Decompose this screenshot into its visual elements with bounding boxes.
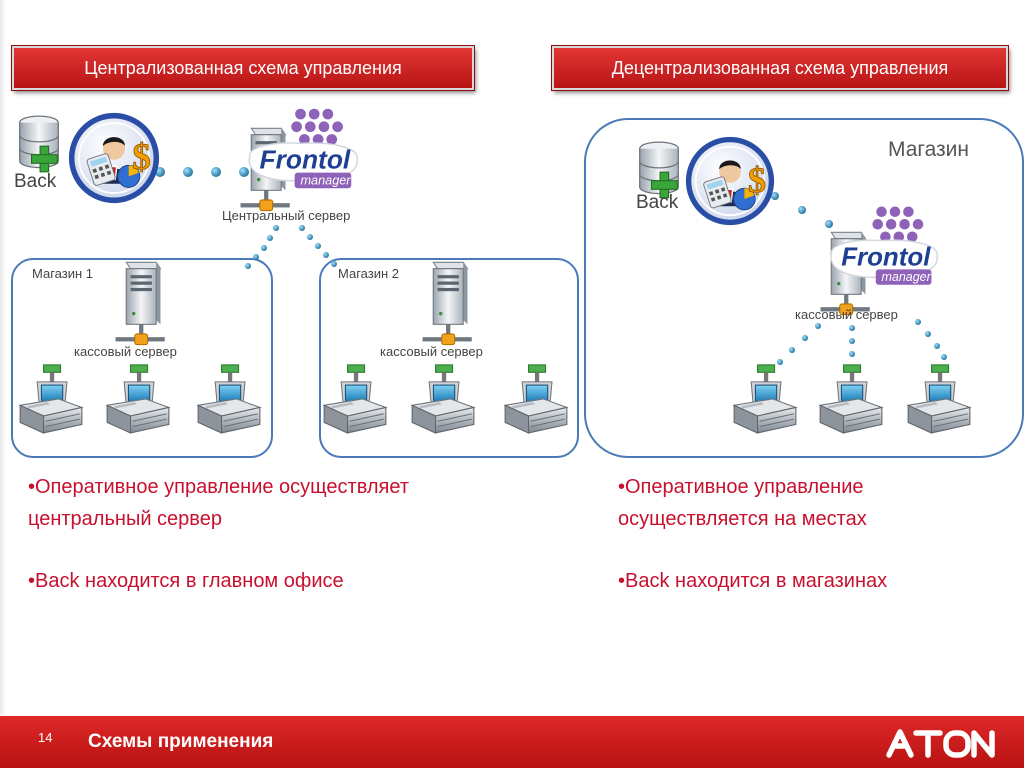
link-central-to-store-1 bbox=[245, 225, 279, 269]
frontol-manager-logo bbox=[248, 108, 358, 189]
central-server-label: Центральный сервер bbox=[222, 208, 351, 223]
cash-register-icon bbox=[411, 364, 475, 434]
section-title: Схемы применения bbox=[88, 731, 274, 752]
store-2-server-icon bbox=[421, 261, 473, 346]
store-1-server-icon bbox=[114, 261, 166, 346]
store-name: Магазин bbox=[888, 138, 970, 161]
cash-register-icon bbox=[323, 364, 387, 434]
note: •Оперативное управление осуществляет цен… bbox=[28, 476, 409, 530]
cash-register-icon bbox=[907, 364, 971, 434]
manager-icon bbox=[689, 140, 772, 223]
footer-bar: 14 Схемы применения bbox=[0, 716, 1024, 768]
back-label: Back bbox=[636, 192, 679, 213]
cash-register-icon bbox=[504, 364, 568, 434]
note: •Back находится в главном офисе bbox=[28, 570, 344, 592]
link-back-to-cashier-server bbox=[771, 192, 833, 228]
link-back-to-central-server bbox=[155, 167, 249, 177]
frontol-manager-logo bbox=[830, 206, 939, 286]
centralized-notes: •Оперативное управление осуществляет цен… bbox=[28, 471, 508, 597]
slide-edge bbox=[0, 0, 6, 715]
link-central-to-store-2 bbox=[299, 225, 337, 267]
store-2-name: Магазин 2 bbox=[338, 266, 399, 281]
back-label: Back bbox=[14, 171, 57, 192]
note: •Back находится в магазинах bbox=[618, 570, 888, 592]
cash-register-icon bbox=[819, 364, 883, 434]
database-icon bbox=[19, 115, 59, 173]
store-1-server-label: кассовый сервер bbox=[74, 344, 177, 359]
cash-register-icon bbox=[19, 364, 83, 434]
note: •Оперативное управление осуществляется н… bbox=[618, 476, 867, 530]
manager-icon bbox=[72, 116, 157, 201]
decentralized-scheme-title: Децентрализованная схема управления bbox=[552, 46, 1008, 90]
page-number: 14 bbox=[38, 730, 53, 745]
cashier-server-label: кассовый сервер bbox=[795, 307, 898, 322]
link-cashier-server-to-registers bbox=[777, 319, 947, 365]
atol-logo bbox=[886, 729, 995, 758]
store-1-name: Магазин 1 bbox=[32, 266, 93, 281]
cash-register-icon bbox=[197, 364, 261, 434]
decentralized-notes: •Оперативное управление осуществляется н… bbox=[618, 471, 978, 597]
store-2-server-label: кассовый сервер bbox=[380, 344, 483, 359]
cash-register-icon bbox=[106, 364, 170, 434]
database-icon bbox=[639, 141, 679, 199]
centralized-scheme-title: Централизованная схема управления bbox=[12, 46, 474, 90]
cash-register-icon bbox=[733, 364, 797, 434]
